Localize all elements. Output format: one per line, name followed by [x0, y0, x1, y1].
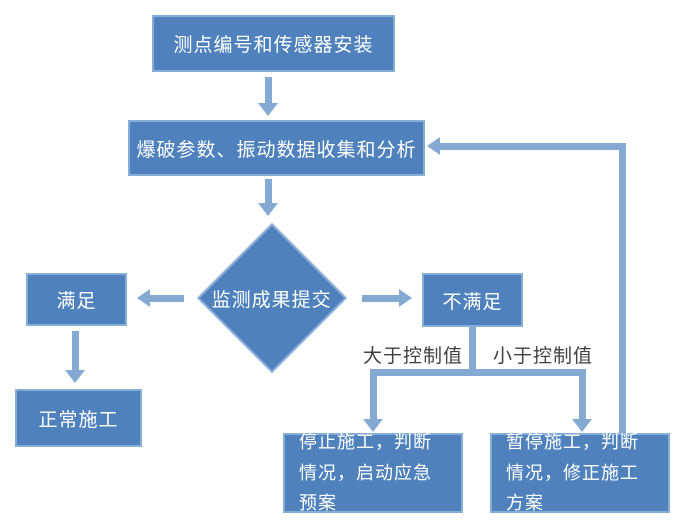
branch-stem: [469, 327, 476, 374]
edge-label-greater-than-control: 大于控制值: [363, 346, 464, 367]
arrow-shaft: [370, 369, 377, 419]
arrowhead-down-icon: [258, 203, 278, 216]
arrow-shaft: [149, 295, 184, 302]
arrowhead-down-icon: [65, 370, 85, 383]
arrow-shaft: [362, 295, 399, 302]
node-not-satisfied: 不满足: [422, 273, 523, 327]
arrow-shaft: [265, 179, 272, 203]
arrowhead-right-icon: [399, 289, 412, 307]
feedback-vertical: [619, 143, 626, 433]
node-normal-construction: 正常施工: [15, 389, 142, 447]
arrow-shaft: [579, 369, 586, 419]
arrowhead-left-icon: [137, 289, 150, 307]
node-decision-diamond: 监测成果提交: [197, 223, 347, 373]
arrowhead-down-icon: [572, 419, 592, 432]
node-satisfied: 满足: [26, 273, 127, 326]
decision-label: 监测成果提交: [211, 289, 333, 311]
branch-bar: [370, 369, 586, 376]
arrowhead-left-icon: [427, 137, 440, 155]
arrow-shaft: [265, 77, 272, 103]
arrowhead-down-icon: [258, 103, 278, 116]
arrowhead-down-icon: [363, 419, 383, 432]
node-pause-construction: 暂停施工，判断情况，修正施工方案: [490, 432, 670, 513]
edge-label-less-than-control: 小于控制值: [493, 346, 594, 367]
node-sensor-install: 测点编号和传感器安装: [152, 15, 395, 72]
feedback-horizontal: [440, 143, 626, 150]
node-stop-construction: 停止施工，判断情况，启动应急预案: [283, 432, 463, 513]
node-data-collection: 爆破参数、振动数据收集和分析: [128, 120, 425, 176]
arrow-shaft: [72, 331, 79, 370]
